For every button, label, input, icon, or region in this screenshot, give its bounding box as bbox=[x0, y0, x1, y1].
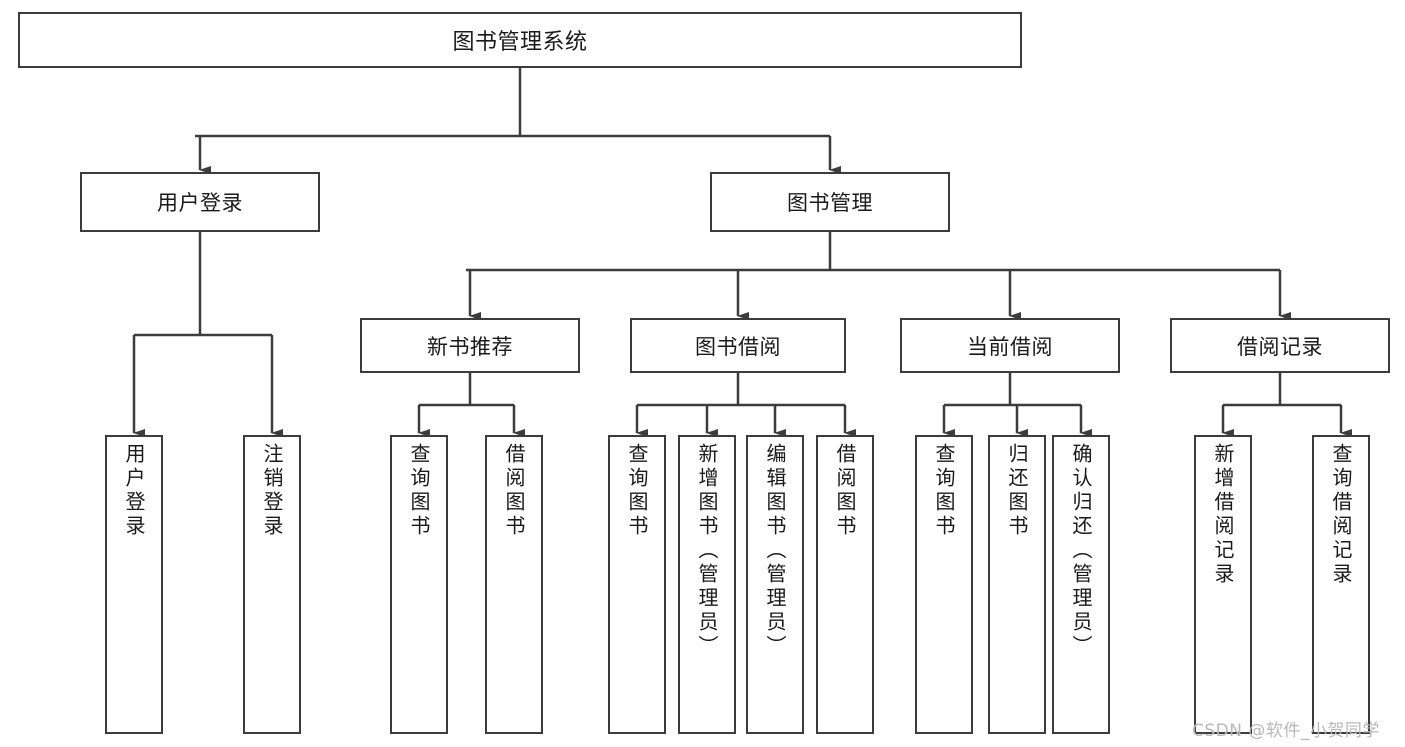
node-leaf-user-login[interactable]: 用户登录 bbox=[105, 435, 163, 734]
node-leaf-search-book-2[interactable]: 查询图书 bbox=[608, 435, 666, 734]
node-label: 确认归还（管理员） bbox=[1069, 443, 1093, 659]
connector-lines bbox=[132, 68, 1352, 437]
node-login[interactable]: 用户登录 bbox=[80, 172, 320, 232]
node-label: 借阅记录 bbox=[1237, 334, 1323, 359]
node-leaf-search-book-3[interactable]: 查询图书 bbox=[915, 435, 973, 734]
node-leaf-logout[interactable]: 注销登录 bbox=[243, 435, 301, 734]
node-leaf-add-record[interactable]: 新增借阅记录 bbox=[1194, 435, 1252, 734]
node-label: 图书管理系统 bbox=[452, 30, 588, 55]
node-leaf-confirm-return[interactable]: 确认归还（管理员） bbox=[1052, 435, 1110, 734]
node-leaf-borrow-book-2[interactable]: 借阅图书 bbox=[816, 435, 874, 734]
node-label: 归还图书 bbox=[1005, 443, 1029, 539]
node-label: 查询图书 bbox=[625, 443, 649, 539]
node-label: 新增图书（管理员） bbox=[695, 443, 719, 659]
node-newbook[interactable]: 新书推荐 bbox=[360, 318, 580, 373]
node-label: 查询图书 bbox=[932, 443, 956, 539]
node-label: 新增借阅记录 bbox=[1211, 443, 1235, 587]
node-label: 新书推荐 bbox=[427, 334, 513, 359]
node-label: 查询图书 bbox=[407, 443, 431, 539]
node-label: 编辑图书（管理员） bbox=[763, 443, 787, 659]
node-label: 用户登录 bbox=[122, 443, 146, 539]
node-label: 查询借阅记录 bbox=[1329, 443, 1353, 587]
node-leaf-borrow-book-1[interactable]: 借阅图书 bbox=[485, 435, 543, 734]
node-borrow[interactable]: 图书借阅 bbox=[630, 318, 846, 373]
node-bookmgmt[interactable]: 图书管理 bbox=[710, 172, 950, 232]
node-leaf-search-book-1[interactable]: 查询图书 bbox=[390, 435, 448, 734]
node-records[interactable]: 借阅记录 bbox=[1170, 318, 1390, 373]
node-leaf-return-book[interactable]: 归还图书 bbox=[988, 435, 1046, 734]
node-label: 借阅图书 bbox=[502, 443, 526, 539]
watermark-label: CSDN @软件_小贺同学 bbox=[1192, 721, 1380, 741]
node-current[interactable]: 当前借阅 bbox=[900, 318, 1120, 373]
node-label: 当前借阅 bbox=[967, 334, 1053, 359]
node-leaf-add-book[interactable]: 新增图书（管理员） bbox=[678, 435, 736, 734]
node-label: 用户登录 bbox=[157, 191, 243, 215]
node-label: 借阅图书 bbox=[833, 443, 857, 539]
node-root[interactable]: 图书管理系统 bbox=[18, 12, 1022, 68]
node-leaf-edit-book[interactable]: 编辑图书（管理员） bbox=[746, 435, 804, 734]
node-label: 图书借阅 bbox=[695, 334, 781, 359]
node-label: 图书管理 bbox=[787, 191, 873, 215]
node-label: 注销登录 bbox=[260, 443, 284, 539]
node-leaf-search-record[interactable]: 查询借阅记录 bbox=[1312, 435, 1370, 734]
